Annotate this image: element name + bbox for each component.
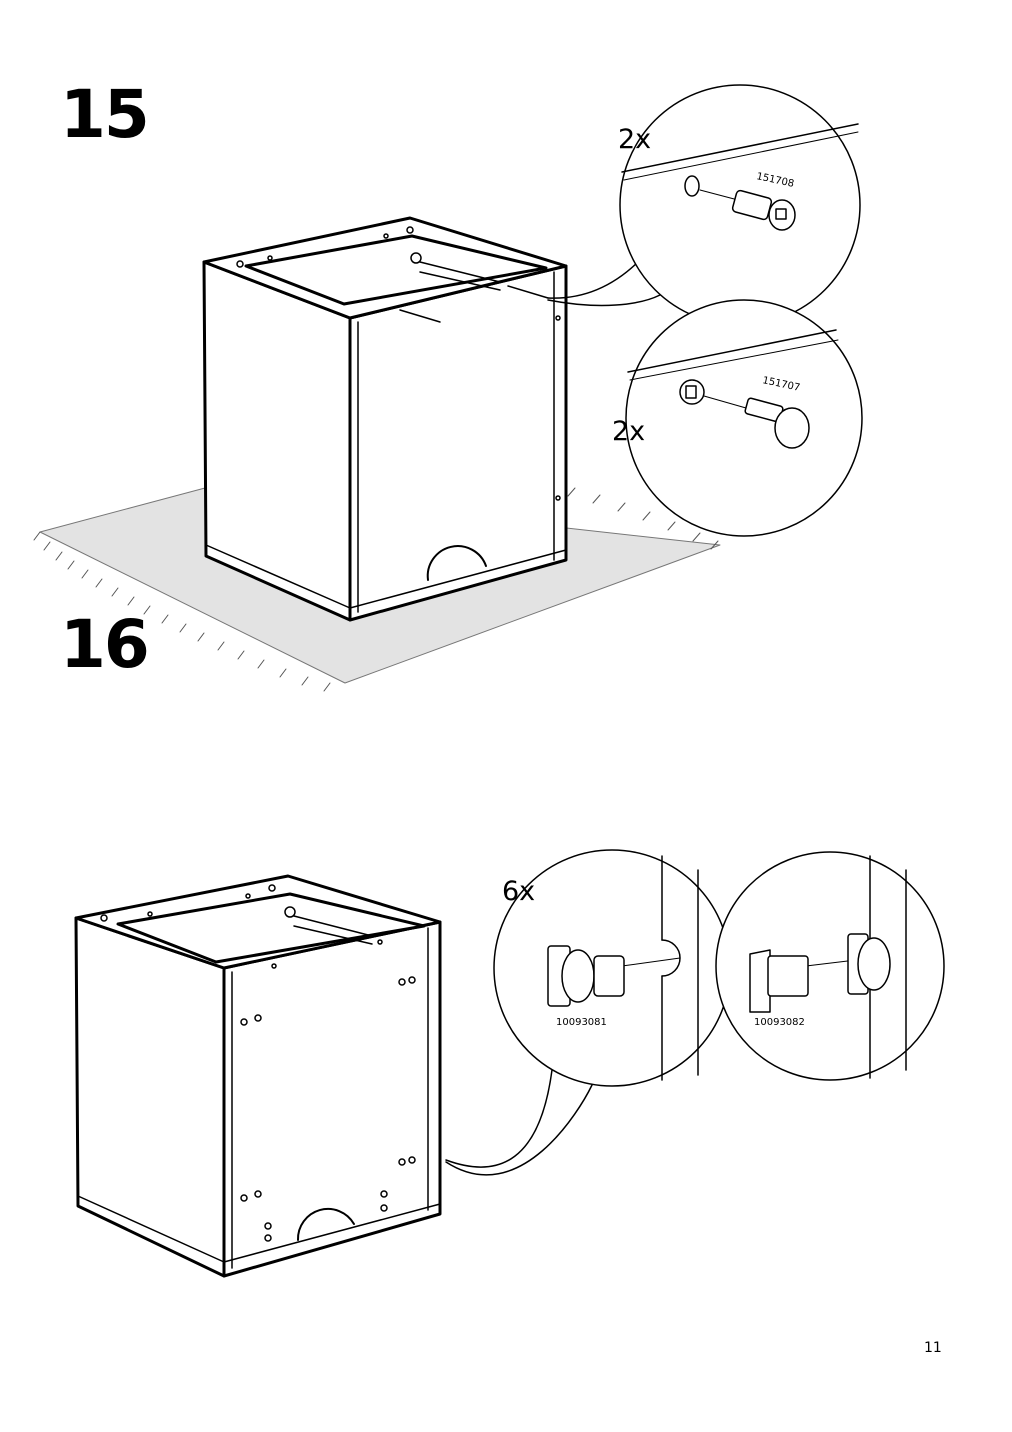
cable-cutout [296,1207,355,1241]
cabinet-left-panel [74,916,226,1278]
quantity-label: 6x [502,876,536,907]
cabinet-back-panel [222,920,442,1278]
cam-lock-positions [100,884,416,1242]
dowel-151708-drawing [731,189,796,231]
cabinet-left-panel [202,260,352,622]
quantity-label: 2x [612,416,646,447]
cabinet-back-panel [348,264,568,622]
step-15-illustration [33,84,863,692]
page-number: 11 [924,1340,942,1356]
step-number-15: 15 [60,76,150,153]
cap-151707-drawing [744,397,810,449]
cable-cutout [426,545,487,581]
detail-circle-10093082 [715,851,945,1081]
step-16-illustration [74,849,945,1278]
part-number-label: 10093082 [754,1017,805,1028]
cam-10093082-drawing [749,933,891,1013]
step-number-16: 16 [60,606,150,683]
hardware-dots [236,226,561,501]
cabinet-top-opening [244,234,548,306]
quantity-label: 2x [618,124,652,155]
cam-10093081-drawing [547,945,625,1007]
mat-fringe [33,487,719,692]
detail-circle-151707 [625,299,863,537]
cabinet-top-opening [116,892,426,964]
part-number-label: 10093081 [556,1017,607,1028]
